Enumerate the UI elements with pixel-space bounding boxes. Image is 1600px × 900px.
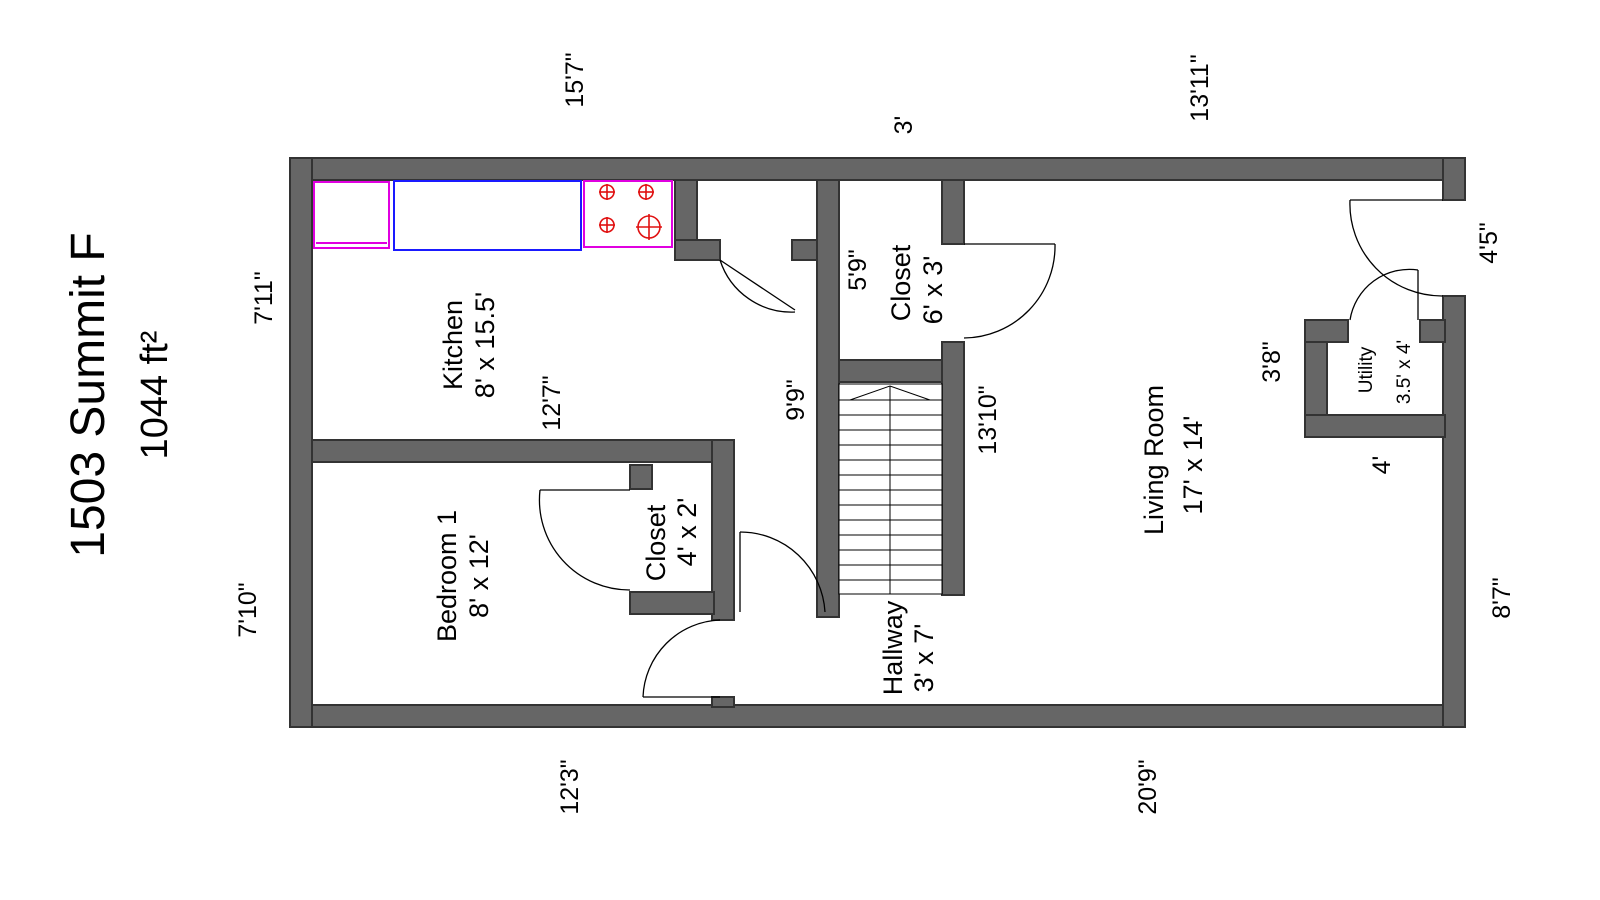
wall-bedroom-right-stub: [711, 696, 735, 708]
wall-right-lower: [1442, 295, 1466, 728]
wall-left: [289, 157, 313, 728]
plan-title: 1503 Summit F: [62, 232, 115, 557]
plan-area: 1044 ft²: [134, 331, 176, 460]
door-hall-closet: [963, 243, 1056, 339]
wall-bedroom-right: [711, 439, 735, 621]
dim-closet-inner: 5'9": [844, 249, 872, 290]
wall-bottom: [289, 704, 1466, 728]
room-hallway-name: Hallway: [878, 600, 908, 695]
dim-stair-wall: 13'10": [974, 385, 1002, 454]
wall-utility-right: [1419, 319, 1446, 343]
wall-hall-left: [816, 179, 840, 618]
dim-hall-inner: 9'9": [782, 379, 810, 420]
interior-walls: [311, 179, 1446, 708]
wall-utility-left: [1304, 319, 1349, 343]
wall-kitchen-bedroom: [311, 439, 733, 463]
room-bedroom1-name: Bedroom 1: [432, 510, 462, 642]
wall-utility-bottom: [1304, 414, 1446, 438]
room-closet-hall-name: Closet: [886, 244, 916, 321]
staircase: [838, 383, 943, 595]
wall-stair-right: [941, 341, 965, 596]
counter: [393, 180, 582, 251]
kitchen-fixtures: [313, 180, 673, 251]
room-utility-size: 3.5' x 4': [1394, 340, 1415, 404]
room-kitchen-name: Kitchen: [438, 300, 468, 390]
room-utility-name: Utility: [1356, 346, 1377, 393]
dim-utility-width: 3'8": [1258, 341, 1286, 382]
dim-utility-depth: 4': [1368, 456, 1396, 475]
dim-top-right: 13'11": [1186, 54, 1214, 121]
dim-bottom-left: 12'3": [556, 759, 584, 814]
room-closet-bedroom-name: Closet: [641, 504, 671, 581]
dim-left-upper: 7'11": [250, 271, 278, 325]
room-bedroom1-size: 8' x 12': [464, 534, 494, 618]
exterior-walls: [289, 157, 1466, 728]
door-bedroom: [642, 619, 721, 698]
room-living-size: 17' x 14': [1178, 416, 1208, 515]
stove: [583, 180, 673, 248]
room-closet-bedroom-size: 4' x 2': [672, 498, 702, 567]
door-front-entry: [1349, 199, 1444, 297]
burner-icon: [599, 184, 662, 240]
dim-bottom-right: 20'9": [1134, 759, 1162, 814]
wall-closet-front: [838, 359, 943, 383]
door-hallway: [739, 531, 826, 613]
wall-right-upper: [1442, 157, 1466, 201]
room-hallway-size: 3' x 7': [909, 624, 939, 693]
wall-top: [289, 157, 1466, 181]
door-utility: [1349, 268, 1419, 321]
wall-closet-right-top: [941, 179, 965, 245]
room-kitchen-size: 8' x 15.5': [470, 292, 500, 398]
dim-kitchen-inner: 12'7": [538, 375, 566, 430]
door-kitchen-closet: [719, 259, 796, 313]
wall-closet-post: [629, 464, 653, 490]
room-living-name: Living Room: [1139, 385, 1169, 535]
wall-kitchen-door-lintel: [674, 239, 721, 261]
dim-right-upper: 4'5": [1475, 222, 1503, 263]
refrigerator: [313, 181, 390, 249]
dim-left-lower: 7'10": [234, 582, 262, 637]
dim-top-left: 15'7": [561, 52, 589, 107]
wall-kitchen-door-post: [791, 239, 818, 261]
dim-right-lower: 8'7": [1488, 577, 1516, 618]
wall-closet-bottom: [629, 591, 715, 615]
door-bedroom-closet: [538, 489, 631, 591]
doors: [538, 199, 1444, 698]
room-closet-hall-size: 6' x 3': [918, 256, 948, 325]
dim-top-mid: 3': [890, 116, 918, 135]
